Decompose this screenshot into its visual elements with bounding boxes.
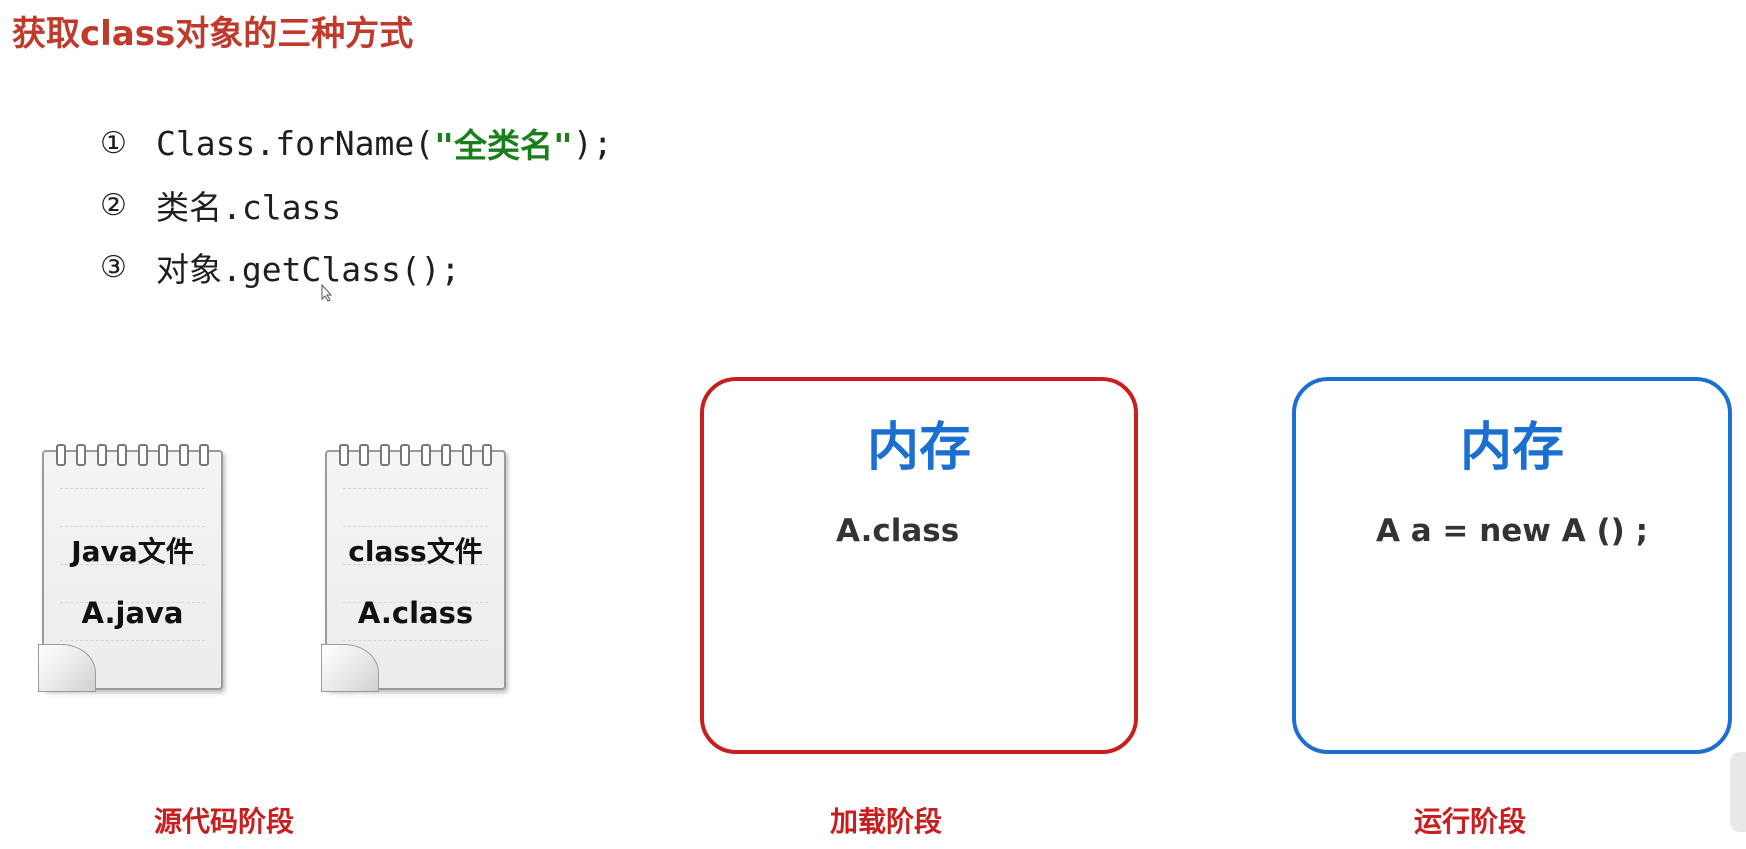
memory-box-runtime: 内存 A a = new A () ; — [1292, 377, 1732, 754]
notepad-filename: A.java — [81, 596, 184, 630]
memory-content: A a = new A () ; — [1375, 513, 1649, 549]
notepad-java-file: Java文件 A.java — [38, 444, 223, 692]
method-code-string: "全类名" — [434, 126, 573, 165]
notepad-rings-icon — [339, 444, 492, 466]
method-number: ② — [100, 187, 127, 223]
notepad-class-file: class文件 A.class — [321, 444, 506, 692]
method-item-class-literal: ② 类名.class — [100, 174, 613, 236]
stage-label-loading: 加载阶段 — [830, 805, 943, 838]
notepad-title: class文件 — [348, 535, 483, 568]
methods-list: ① Class.forName("全类名"); ② 类名.class ③ 对象.… — [100, 112, 613, 298]
memory-box-loading: 内存 A.class — [700, 377, 1138, 754]
side-panel-handle[interactable] — [1730, 752, 1746, 832]
method-code-prefix: Class.forName( — [156, 123, 435, 163]
method-item-forname: ① Class.forName("全类名"); — [100, 112, 613, 174]
stage-label-runtime: 运行阶段 — [1414, 805, 1527, 838]
method-number: ③ — [100, 249, 127, 285]
page-curl-icon — [321, 644, 379, 692]
notepad-title: Java文件 — [71, 535, 194, 568]
page-curl-icon — [38, 644, 96, 692]
memory-content: A.class — [836, 513, 960, 549]
stage-label-source: 源代码阶段 — [154, 805, 295, 838]
method-number: ① — [100, 125, 127, 161]
method-code: 类名.class — [156, 188, 342, 227]
page-title: 获取class对象的三种方式 — [12, 14, 414, 54]
memory-title: 内存 — [866, 418, 971, 478]
method-code-suffix: ); — [572, 123, 613, 163]
memory-title: 内存 — [1459, 418, 1564, 478]
text-cursor-icon — [321, 284, 332, 302]
method-item-getclass: ③ 对象.getClass(); — [100, 236, 613, 298]
method-code: 对象.getClass(); — [156, 250, 461, 289]
notepad-rings-icon — [56, 444, 209, 466]
notepad-filename: A.class — [357, 596, 474, 630]
